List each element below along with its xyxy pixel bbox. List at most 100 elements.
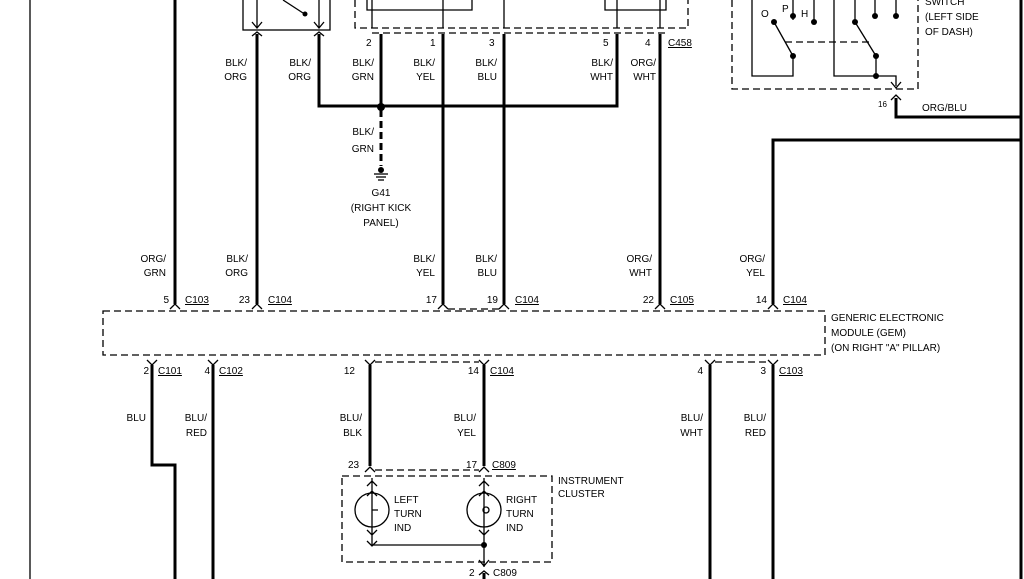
- wire-color-label: BLU/: [681, 413, 703, 424]
- wire-color-label: GRN: [352, 72, 374, 83]
- connector-label: C104: [268, 295, 292, 306]
- connector-label: C102: [219, 366, 243, 377]
- connector-label: C103: [779, 366, 803, 377]
- gem-module: [102, 310, 826, 356]
- wire-color-label: ORG: [288, 72, 311, 83]
- wire-color-label: BLU: [478, 72, 497, 83]
- wire-color-label: WHT: [680, 428, 703, 439]
- gem-output-terminals: [146, 359, 779, 366]
- wire-color-label: BLU: [478, 268, 497, 279]
- pin-label: 4: [697, 366, 703, 377]
- wire-color-label: BLK/: [226, 254, 248, 265]
- pin-label: 5: [603, 38, 609, 49]
- pin-label: 4: [204, 366, 210, 377]
- connector-label: C458: [668, 38, 692, 49]
- wire-color-label: YEL: [416, 268, 435, 279]
- pin-label: 19: [487, 295, 499, 306]
- wire-color-label: BLU: [127, 413, 146, 424]
- switch-title: SWITCH: [925, 0, 964, 8]
- pin-label: 4: [645, 38, 651, 49]
- wire-color-label: ORG: [224, 72, 247, 83]
- wire-color-label: WHT: [629, 268, 652, 279]
- switch-component: [731, 0, 919, 101]
- ground-symbol: [374, 167, 388, 181]
- pin-label: 17: [466, 460, 478, 471]
- wire-color-label: BLU/: [185, 413, 207, 424]
- wire-color-label: BLK/: [352, 58, 374, 69]
- wire-color-label: ORG/BLU: [922, 103, 967, 114]
- connector-label: C809: [492, 460, 516, 471]
- wire-color-label: BLU/: [454, 413, 476, 424]
- wire-color-label: BLK/: [225, 58, 247, 69]
- right-turn-indicator-bulb-icon: [466, 478, 502, 568]
- gem-title: MODULE (GEM): [831, 328, 906, 339]
- wire-color-label: BLK/: [475, 254, 497, 265]
- pin-label: 17: [426, 295, 438, 306]
- connector-label: C809: [493, 568, 517, 579]
- gem-input-terminals: [169, 303, 779, 310]
- cluster-title: INSTRUMENT: [558, 476, 624, 487]
- wire-color-label: YEL: [457, 428, 476, 439]
- wire-color-label: ORG/: [626, 254, 652, 265]
- ground-location: PANEL): [363, 218, 398, 229]
- bottom-wires: [150, 365, 775, 579]
- instrument-cluster: [341, 466, 553, 576]
- connector-label: C101: [158, 366, 182, 377]
- indicator-label: IND: [506, 523, 523, 534]
- wire-color-label: BLK/: [413, 254, 435, 265]
- gem-location: (ON RIGHT "A" PILLAR): [831, 343, 940, 354]
- switch-location: OF DASH): [925, 27, 973, 38]
- wire-color-label: BLK/: [475, 58, 497, 69]
- switch-position-label: O: [761, 9, 769, 20]
- switch-location: (LEFT SIDE: [925, 12, 979, 23]
- wire-color-label: GRN: [144, 268, 166, 279]
- pin-label: 2: [366, 38, 372, 49]
- connector-label: C105: [670, 295, 694, 306]
- pin-label: 1: [430, 38, 436, 49]
- connector-label: C104: [490, 366, 514, 377]
- top-component-c458: [354, 0, 689, 34]
- pin-label: 14: [756, 295, 768, 306]
- wire-color-label: WHT: [590, 72, 613, 83]
- indicator-label: RIGHT: [506, 495, 537, 506]
- wire-color-label: ORG: [225, 268, 248, 279]
- wire-color-label: ORG/: [630, 58, 656, 69]
- wire-color-label: BLU/: [340, 413, 362, 424]
- pin-label: 3: [760, 366, 766, 377]
- wire-color-label: BLK: [343, 428, 362, 439]
- indicator-label: IND: [394, 523, 411, 534]
- indicator-label: TURN: [506, 509, 534, 520]
- pin-label: 22: [643, 295, 655, 306]
- connector-label: C104: [515, 295, 539, 306]
- pin-label: 12: [344, 366, 356, 377]
- pin-label: 2: [143, 366, 149, 377]
- wire-color-label: BLK/: [352, 127, 374, 138]
- pin-label: 3: [489, 38, 495, 49]
- switch-position-label: P: [782, 4, 789, 15]
- wire-color-label: BLK/: [413, 58, 435, 69]
- wire-color-label: GRN: [352, 144, 374, 155]
- ground-id: G41: [372, 188, 391, 199]
- indicator-label: LEFT: [394, 495, 418, 506]
- wire-color-label: YEL: [416, 72, 435, 83]
- wire-color-label: ORG/: [140, 254, 166, 265]
- gem-title: GENERIC ELECTRONIC: [831, 313, 944, 324]
- pin-label: 14: [468, 366, 480, 377]
- pin-label: 23: [348, 460, 360, 471]
- top-left-component: [242, 0, 331, 37]
- pin-label: 16: [878, 100, 887, 109]
- cluster-title: CLUSTER: [558, 489, 605, 500]
- wire-color-label: BLU/: [744, 413, 766, 424]
- ground-location: (RIGHT KICK: [351, 203, 412, 214]
- connector-label: C103: [185, 295, 209, 306]
- pin-label: 2: [469, 568, 475, 579]
- switch-position-label: H: [801, 9, 808, 20]
- wire-color-label: YEL: [746, 268, 765, 279]
- left-turn-indicator-bulb-icon: [354, 478, 390, 547]
- connector-label: C104: [783, 295, 807, 306]
- wire-color-label: WHT: [633, 72, 656, 83]
- pin-label: 5: [163, 295, 169, 306]
- wire-color-label: ORG/: [739, 254, 765, 265]
- wire-color-label: RED: [186, 428, 207, 439]
